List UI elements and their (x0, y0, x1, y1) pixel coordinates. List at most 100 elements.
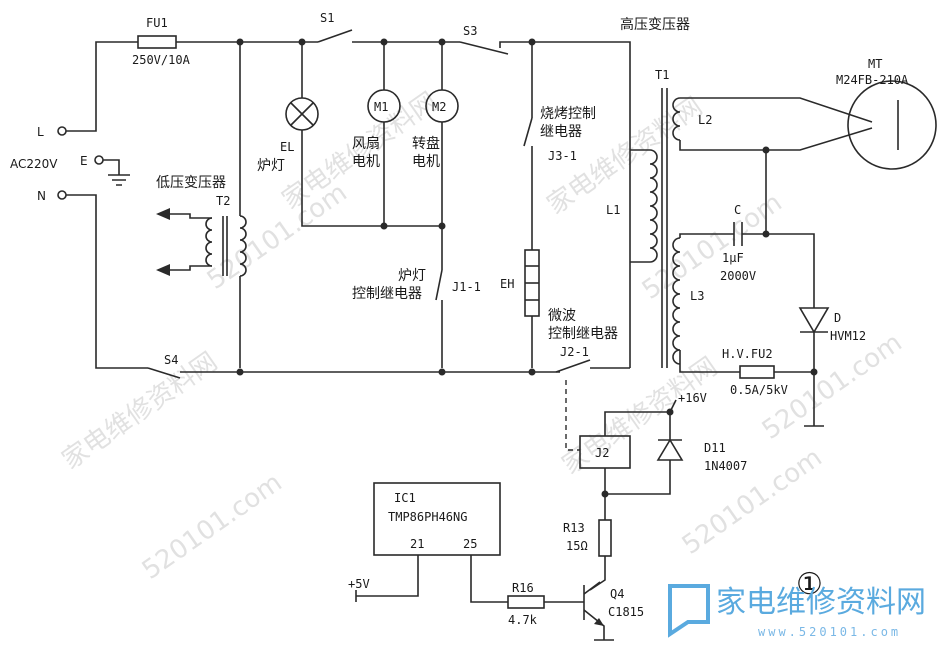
wire-t1-primary (630, 149, 650, 263)
bottom-rail: S4 微波 控制继电器 J2-1 (147, 308, 630, 451)
turntable-motor-label: 电机 (412, 154, 440, 170)
junction-dot (601, 490, 609, 498)
switch-s3-blade (459, 41, 509, 55)
figure-number: ① (796, 567, 823, 602)
j2-contact-blade (555, 359, 591, 373)
pin-21-label: 21 (410, 537, 424, 551)
watermark-site-cn: 家电维修资料网 (557, 352, 723, 481)
mt-label: MT (868, 57, 882, 71)
watermark-site-url: 520101.com (637, 188, 788, 306)
fu1-label: FU1 (146, 16, 168, 30)
junction-dot (236, 368, 244, 376)
m2-label: M2 (432, 100, 446, 114)
v5-label: +5V (348, 577, 370, 591)
ground-icon (103, 159, 130, 186)
watermark-site-url: 520101.com (677, 443, 828, 561)
lamp-relay-label-1: 炉灯 (398, 268, 426, 284)
motor-m1: M1 风扇 电机 (352, 42, 401, 230)
turntable-label: 转盘 (412, 135, 440, 152)
s3-label: S3 (463, 24, 477, 38)
ic1-model: TMP86PH46NG (388, 510, 467, 524)
j2-label: J2 (595, 446, 609, 460)
r16-label: R16 (512, 581, 534, 595)
j3-contact-blade (523, 117, 533, 147)
wire-n (66, 194, 148, 369)
j2-1-label: J2-1 (560, 345, 589, 359)
junction-dot (762, 230, 770, 238)
fu1-rating: 250V/10A (132, 53, 191, 67)
t2-label: T2 (216, 194, 230, 208)
switch-s3: S3 (459, 24, 509, 55)
hv-section: C 1μF 2000V D HVM12 H.V.FU2 0.5A/5kV (679, 203, 866, 427)
r13-value: 15Ω (566, 539, 588, 553)
wire-pin25-r16 (470, 555, 508, 603)
motor-m2: M2 转盘 电机 (412, 42, 459, 270)
lamp-relay-label-2: 控制继电器 (352, 286, 422, 302)
magnetron-mt: MT M24FB-210A (679, 57, 937, 234)
grill-branch: 烧烤控制 继电器 J3-1 EH (500, 42, 596, 368)
ic1-chip (373, 482, 501, 556)
q4-collector (583, 581, 601, 595)
wire-after-s3 (499, 41, 631, 368)
d-model: HVM12 (830, 329, 866, 343)
wire-d-ground (804, 332, 824, 427)
relay-link-dashed (565, 380, 580, 451)
fuse-fu1-body (137, 35, 177, 49)
t1-label: T1 (655, 68, 669, 82)
v16-label: +16V (678, 391, 707, 405)
arrow-icon (156, 264, 170, 276)
wire-l2-bottom (679, 127, 873, 151)
label-l: L (37, 125, 44, 139)
fuse-hv-fu2 (739, 365, 775, 379)
relay-contact-j1-1: 炉灯 控制继电器 J1-1 (352, 268, 481, 368)
lamp-el: EL 炉灯 (257, 42, 442, 227)
el-label: EL (280, 140, 294, 154)
switch-s4-blade (147, 367, 181, 379)
diode-d-icon (798, 307, 830, 334)
grill-relay-label-2: 继电器 (540, 124, 582, 140)
t2-primary (239, 215, 247, 277)
switch-s1-blade (317, 29, 353, 43)
lv-transformer-label: 低压变压器 (156, 175, 226, 191)
wire-l (66, 41, 138, 132)
junction-dot (762, 146, 770, 154)
label-ac220v: AC220V (10, 157, 58, 171)
wire-l2-top (680, 97, 873, 123)
transformer-t1: T1 L1 L2 L3 (606, 68, 712, 368)
diode-d11-icon (656, 438, 684, 461)
mw-relay-label-2: 控制继电器 (548, 326, 618, 342)
wire-d11-bottom (605, 460, 671, 495)
watermark-logo: 家电维修资料网 www.520101.com (668, 584, 926, 639)
lamp-label: 炉灯 (257, 158, 285, 174)
ic1-label: IC1 (394, 491, 416, 505)
j1-contact-blade (435, 269, 443, 301)
junction-dot (438, 368, 446, 376)
mw-relay-label-1: 微波 (548, 308, 576, 324)
eh-label: EH (500, 277, 514, 291)
junction-dot (810, 368, 818, 376)
j3-label: J3-1 (548, 149, 577, 163)
m1-label: M1 (374, 100, 388, 114)
grill-relay-label-1: 烧烤控制 (540, 106, 596, 122)
c-value: 1μF (722, 251, 744, 265)
wire-l3-top (679, 233, 734, 238)
watermark-logo-url: www.520101.com (758, 625, 901, 639)
relay-driver: +16V J2 D11 1N4007 R13 15Ω IC1 TMP86PH46… (348, 391, 747, 641)
l1-label: L1 (606, 203, 620, 217)
arrow-icon (156, 208, 170, 220)
wire-t2-out1 (158, 213, 212, 219)
resistor-r16 (507, 595, 545, 609)
r13-label: R13 (563, 521, 585, 535)
resistor-r13 (598, 519, 612, 557)
watermark-site-url: 520101.com (137, 468, 288, 586)
switch-s1: S1 (317, 11, 353, 43)
s4-label: S4 (164, 353, 178, 367)
d-label: D (834, 311, 841, 325)
terminal-n (57, 190, 67, 200)
junction-dot (438, 222, 446, 230)
hvfu2-rating: 0.5A/5kV (730, 383, 788, 397)
hv-transformer-label: 高压变压器 (620, 16, 690, 33)
label-e: E (80, 154, 88, 168)
junction-dot (528, 368, 536, 376)
